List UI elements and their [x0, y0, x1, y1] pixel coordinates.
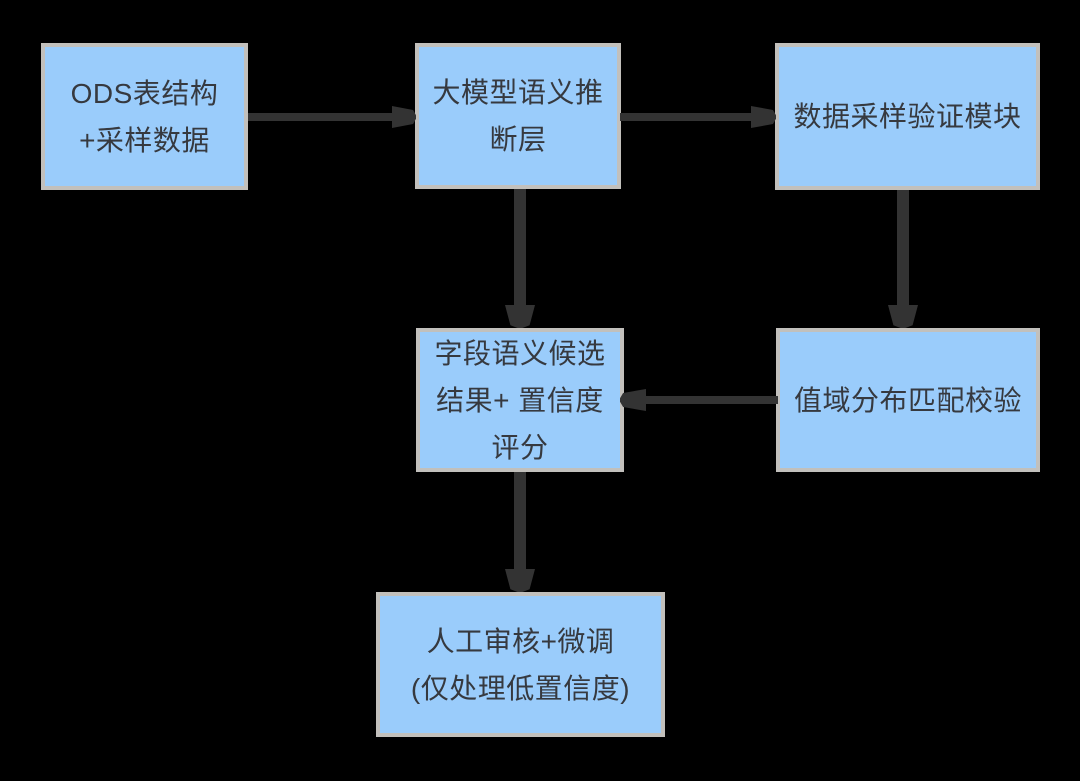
node-range-distribution-check: 值域分布匹配校验 [776, 328, 1040, 472]
node-data-sampling-validation: 数据采样验证模块 [775, 43, 1040, 190]
arrow-head-down-icon [505, 569, 535, 592]
arrow-shaft [620, 113, 753, 121]
node-llm-label: 大模型语义推 断层 [432, 77, 604, 155]
arrow-head-down-icon [505, 305, 535, 328]
arrow-head-down-icon [888, 305, 918, 328]
arrow-shaft [897, 190, 909, 307]
node-ods-label: ODS表结构 +采样数据 [70, 77, 219, 156]
arrow-shaft [645, 396, 778, 404]
arrow-shaft [514, 472, 526, 570]
arrow-head-right-icon [392, 106, 416, 128]
node-llm-semantic-inference: 大模型语义推 断层 [415, 43, 621, 189]
arrow-shaft [514, 189, 526, 307]
arrow-head-right-icon [751, 106, 776, 128]
node-manual-review: 人工审核+微调 (仅处理低置信度) [376, 592, 665, 737]
node-sampling-label: 数据采样验证模块 [793, 101, 1022, 132]
arrow-shaft [248, 113, 394, 121]
node-field-semantic-candidates: 字段语义候选 结果+ 置信度 评分 [416, 328, 624, 472]
node-range-label: 值域分布匹配校验 [793, 384, 1022, 416]
arrow-head-left-icon [620, 389, 646, 411]
node-candidates-label: 字段语义候选 结果+ 置信度 评分 [434, 337, 606, 463]
node-manual-label: 人工审核+微调 (仅处理低置信度) [410, 625, 631, 704]
node-ods-input: ODS表结构 +采样数据 [41, 43, 248, 190]
